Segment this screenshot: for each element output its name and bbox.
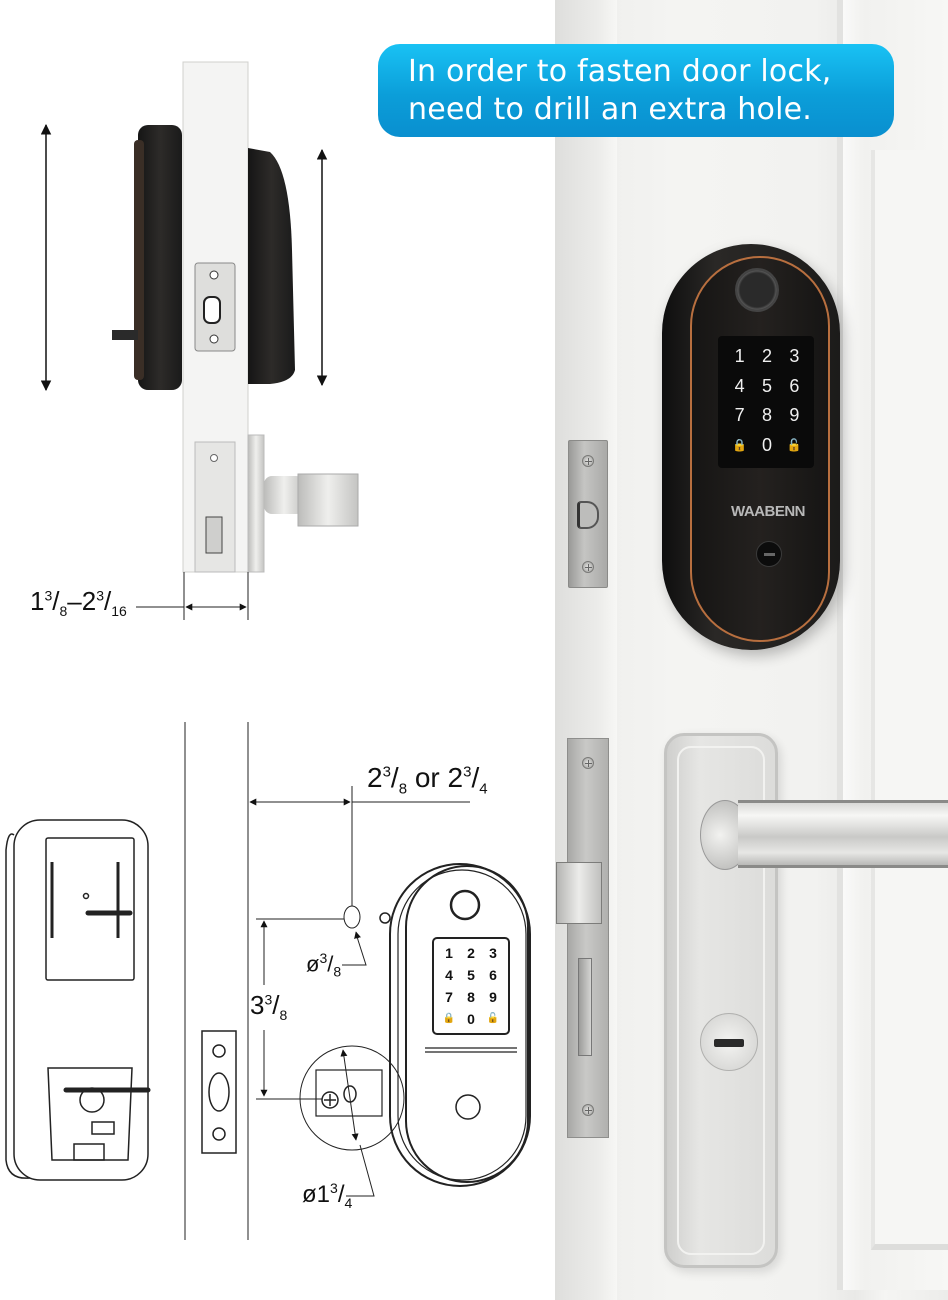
dim-whole: 1 [30, 586, 45, 616]
key-5: 5 [761, 375, 772, 396]
dim-whole: 2 [81, 586, 97, 616]
door-photo [555, 0, 948, 1300]
lock-icon: 🔒 [442, 1013, 456, 1024]
key-3: 3 [789, 346, 800, 366]
small-hole-diameter-label: ø3/8 [306, 950, 342, 980]
key-cylinder-icon [700, 1013, 758, 1071]
key-0: 0 [761, 434, 772, 455]
diagram-key-0: 0 [467, 1011, 475, 1027]
fingerprint-sensor-icon [735, 268, 779, 312]
diagram-key-4: 4 [445, 967, 453, 983]
dim-denominator: 4 [479, 780, 488, 798]
callout-line-1: In order to fasten door lock, [408, 54, 832, 89]
dim-numerator: 3 [382, 763, 391, 781]
installation-diagram [5, 61, 531, 1240]
deadbolt-slot-lower [578, 958, 592, 1056]
screw-icon [582, 1104, 594, 1116]
key-9: 9 [789, 405, 800, 425]
smart-lock-keypad: 1 2 3 4 5 6 7 8 9 🔒 0 🔓 [718, 336, 814, 468]
side-view-diagram [40, 61, 359, 620]
key-1: 1 [734, 346, 745, 366]
unlock-icon: 🔓 [786, 437, 802, 452]
front-dimension-lines [249, 786, 470, 1197]
diagram-key-9: 9 [489, 989, 497, 1005]
dim-denominator: 16 [111, 603, 127, 620]
door-panel-inset [871, 150, 948, 1250]
door-lever-handle [738, 800, 948, 868]
deadbolt-slot [577, 501, 599, 529]
diagram-key-2: 2 [467, 945, 475, 961]
screw-icon [582, 757, 594, 769]
backset-label: 23/8 or 23/4 [367, 762, 488, 798]
dim-whole: 2 [447, 762, 464, 793]
hole-spacing-label: 33/8 [250, 990, 288, 1024]
backplate-inset [677, 746, 765, 1255]
diagram-key-5: 5 [467, 967, 475, 983]
dim-denominator: 8 [279, 1007, 288, 1024]
dim-denominator: 4 [344, 1194, 353, 1211]
key-2: 2 [761, 346, 772, 366]
mortise-faceplate [567, 738, 609, 1138]
diameter-symbol: ø [306, 951, 320, 977]
dim-numerator: 3 [319, 950, 328, 966]
diagram-key-1: 1 [445, 945, 453, 961]
callout-line-2: need to drill an extra hole. [408, 92, 813, 127]
door-thickness-label: 13/8–23/16 [30, 586, 127, 620]
lock-icon: 🔒 [732, 437, 748, 452]
dim-numerator: 3 [96, 587, 105, 604]
screw-icon [582, 455, 594, 467]
bore-hole-diameter-label: ø13/4 [302, 1180, 353, 1211]
dim-numerator: 3 [264, 991, 273, 1008]
diagram-key-7: 7 [445, 989, 453, 1005]
dim-whole: 3 [250, 990, 265, 1020]
brand-logo: WAABENN [731, 503, 806, 520]
dim-denominator: 8 [398, 780, 408, 798]
dim-separator: – [67, 586, 82, 616]
callout-banner: In order to fasten door lock, need to dr… [378, 44, 894, 137]
door-panel-molding [837, 0, 948, 1290]
diagram-key-8: 8 [467, 989, 475, 1005]
diagram-keypad: 1 2 3 4 5 6 7 8 9 🔒 0 🔓 [432, 937, 510, 1035]
dim-numerator: 3 [463, 763, 472, 781]
dim-denominator: 8 [59, 603, 68, 620]
front-view-diagram [5, 722, 531, 1240]
diameter-symbol: ø [302, 1181, 317, 1208]
key-4: 4 [734, 375, 745, 396]
keyhole-icon [756, 541, 782, 567]
dim-whole: 2 [367, 762, 383, 793]
key-8: 8 [761, 405, 772, 425]
key-6: 6 [789, 375, 800, 396]
dim-numerator: 3 [44, 587, 53, 604]
unlock-icon: 🔓 [486, 1013, 500, 1024]
dim-whole: 1 [316, 1181, 331, 1208]
diagram-key-6: 6 [489, 967, 497, 983]
key-7: 7 [734, 405, 745, 425]
dim-or: or [414, 762, 440, 793]
latch-bolt [556, 862, 602, 924]
diagram-key-3: 3 [489, 945, 497, 961]
dim-numerator: 3 [330, 1180, 338, 1196]
dim-denominator: 8 [333, 963, 342, 980]
screw-icon [582, 561, 594, 573]
deadbolt-strike-plate [568, 440, 608, 588]
